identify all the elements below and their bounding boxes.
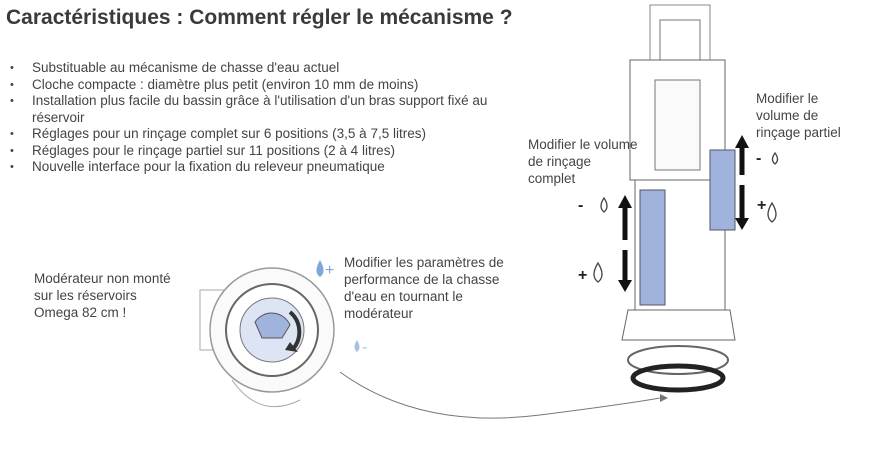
list-item: Réglages pour le rinçage partiel sur 11 … <box>6 143 506 160</box>
performance-note: Modifier les paramètres de performance d… <box>344 255 504 321</box>
minus-sign: - <box>756 150 761 167</box>
list-item: Substituable au mécanisme de chasse d'ea… <box>6 60 506 77</box>
page-title: Caractéristiques : Comment régler le méc… <box>6 6 513 29</box>
minus-sign: - <box>578 197 583 214</box>
list-item: Cloche compacte : diamètre plus petit (e… <box>6 77 506 94</box>
connector-curve <box>339 371 661 419</box>
drop-plus-icon <box>316 260 324 277</box>
minus-sign: - <box>362 339 367 356</box>
plus-sign: + <box>578 267 587 284</box>
list-item: Réglages pour un rinçage complet sur 6 p… <box>6 126 506 143</box>
partial-flush-note: Modifier le volume de rinçage partiel <box>756 91 841 140</box>
list-item: Installation plus facile du bassin grâce… <box>6 93 506 126</box>
moderator-image <box>199 267 335 408</box>
drop-icons <box>593 151 779 283</box>
plus-sign: + <box>325 262 334 279</box>
feature-list: Substituable au mécanisme de chasse d'ea… <box>6 60 506 176</box>
plus-sign: + <box>757 197 766 214</box>
drop-minus-icon <box>354 340 360 352</box>
list-item: Nouvelle interface pour la fixation du r… <box>6 159 506 176</box>
full-flush-arrows <box>618 135 749 292</box>
flush-valve-image <box>621 4 736 393</box>
moderator-note: Modérateur non monté sur les réservoirs … <box>34 271 171 320</box>
full-flush-note: Modifier le volume de rinçage complet <box>528 137 638 186</box>
